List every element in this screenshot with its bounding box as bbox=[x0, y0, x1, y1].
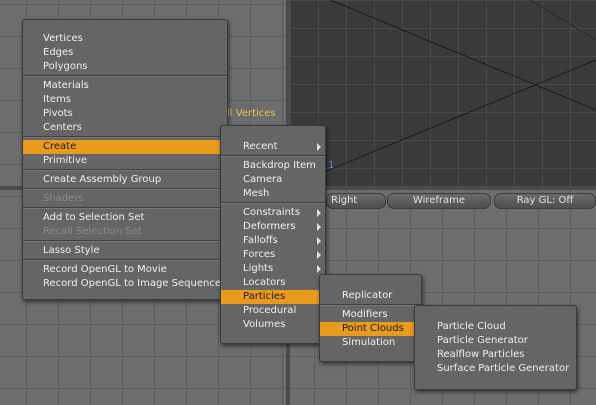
menu-item-recent-label: Recent bbox=[243, 141, 278, 152]
menu-item-locators[interactable]: Locators bbox=[243, 277, 286, 288]
grid-lines bbox=[290, 0, 596, 187]
menu-item-camera[interactable]: Camera bbox=[243, 174, 283, 185]
menu-item-recall-selection-set: Recall Selection Set bbox=[43, 226, 142, 237]
menu-item-forces-label: Forces bbox=[243, 249, 276, 260]
menu-item-add-to-selection-set[interactable]: Add to Selection Set bbox=[43, 212, 145, 223]
shading-mode-button[interactable]: Wireframe bbox=[387, 193, 491, 209]
menu-item-items[interactable]: Items bbox=[43, 94, 71, 105]
menu-item-recent[interactable]: Recent bbox=[221, 140, 325, 154]
menu-item-create-label: Create bbox=[43, 141, 77, 152]
menu-separator bbox=[221, 155, 325, 157]
menu-item-forces[interactable]: Forces bbox=[221, 248, 325, 262]
menu-item-lasso-style[interactable]: Lasso Style bbox=[43, 245, 100, 256]
menu-item-centers[interactable]: Centers bbox=[43, 122, 82, 133]
menu-item-materials[interactable]: Materials bbox=[43, 80, 89, 91]
menu-item-deformers[interactable]: Deformers bbox=[221, 220, 325, 234]
menu-item-particle-cloud[interactable]: Particle Cloud bbox=[437, 321, 506, 332]
menu-item-primitive[interactable]: Primitive bbox=[43, 155, 88, 166]
menu-item-shaders: Shaders bbox=[43, 193, 84, 204]
menu-item-procedural[interactable]: Procedural bbox=[243, 305, 297, 316]
menu-item-constraints-label: Constraints bbox=[243, 207, 301, 218]
context-menu: Vertices Edges Polygons Materials Items … bbox=[22, 19, 228, 300]
submenu-arrow-icon bbox=[317, 265, 321, 273]
menu-item-point-clouds[interactable]: Point Clouds bbox=[320, 322, 421, 336]
menu-item-replicator[interactable]: Replicator bbox=[342, 290, 393, 301]
menu-item-lights-label: Lights bbox=[243, 263, 274, 274]
menu-item-deformers-label: Deformers bbox=[243, 221, 296, 232]
particles-submenu: Replicator Modifiers Point Clouds Simula… bbox=[319, 274, 422, 362]
view-type-button[interactable]: Right bbox=[326, 193, 386, 209]
submenu-arrow-icon bbox=[317, 209, 321, 217]
menu-item-point-clouds-label: Point Clouds bbox=[342, 323, 404, 334]
menu-item-mesh[interactable]: Mesh bbox=[243, 188, 270, 199]
menu-item-volumes[interactable]: Volumes bbox=[243, 319, 286, 330]
menu-item-vertices[interactable]: Vertices bbox=[43, 33, 83, 44]
create-submenu: Recent Backdrop Item Camera Mesh Constra… bbox=[220, 125, 326, 344]
menu-separator bbox=[23, 240, 227, 242]
menu-item-edges[interactable]: Edges bbox=[43, 47, 74, 58]
menu-separator bbox=[23, 207, 227, 209]
menu-separator bbox=[23, 188, 227, 190]
menu-separator bbox=[23, 259, 227, 261]
selection-mode-overlay: ll Vertices bbox=[227, 108, 276, 119]
menu-item-lights[interactable]: Lights bbox=[221, 262, 325, 276]
menu-item-backdrop-item[interactable]: Backdrop Item bbox=[243, 160, 316, 171]
menu-item-particles-label: Particles bbox=[243, 291, 286, 302]
menu-item-record-opengl-sequence[interactable]: Record OpenGL to Image Sequence bbox=[43, 278, 221, 289]
menu-item-simulation[interactable]: Simulation bbox=[342, 337, 396, 348]
menu-item-falloffs[interactable]: Falloffs bbox=[221, 234, 325, 248]
submenu-arrow-icon bbox=[317, 223, 321, 231]
point-clouds-submenu: Particle Cloud Particle Generator Realfl… bbox=[414, 305, 577, 390]
submenu-arrow-icon bbox=[317, 237, 321, 245]
submenu-arrow-icon bbox=[317, 143, 321, 151]
menu-separator bbox=[221, 202, 325, 204]
menu-item-realflow-particles[interactable]: Realflow Particles bbox=[437, 349, 525, 360]
menu-separator bbox=[23, 136, 227, 138]
menu-separator bbox=[23, 75, 227, 77]
axis-marker: 1 bbox=[328, 160, 335, 171]
menu-item-create[interactable]: Create bbox=[23, 140, 227, 154]
menu-item-falloffs-label: Falloffs bbox=[243, 235, 278, 246]
menu-item-surface-particle-generator[interactable]: Surface Particle Generator bbox=[437, 363, 570, 374]
menu-separator bbox=[320, 304, 421, 306]
menu-item-polygons[interactable]: Polygons bbox=[43, 61, 88, 72]
menu-separator bbox=[23, 169, 227, 171]
perspective-viewport[interactable] bbox=[290, 0, 596, 188]
menu-item-particle-generator[interactable]: Particle Generator bbox=[437, 335, 528, 346]
menu-item-constraints[interactable]: Constraints bbox=[221, 206, 325, 220]
submenu-arrow-icon bbox=[317, 251, 321, 259]
menu-item-pivots[interactable]: Pivots bbox=[43, 108, 73, 119]
menu-item-modifiers[interactable]: Modifiers bbox=[342, 309, 388, 320]
menu-item-create-assembly-group[interactable]: Create Assembly Group bbox=[43, 174, 162, 185]
raygl-toggle-button[interactable]: Ray GL: Off bbox=[494, 193, 596, 209]
menu-item-record-opengl-movie[interactable]: Record OpenGL to Movie bbox=[43, 264, 167, 275]
menu-item-particles[interactable]: Particles bbox=[221, 290, 325, 304]
